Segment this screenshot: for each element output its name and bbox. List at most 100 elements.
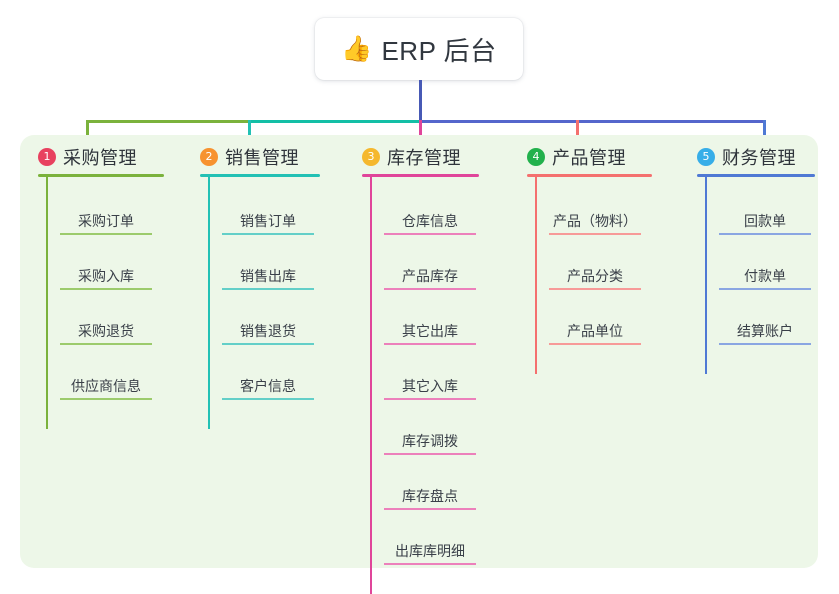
branch-item-rule (549, 343, 641, 345)
branch-item-rule (384, 508, 476, 510)
branch-title: 财务管理 (722, 148, 796, 168)
branch-item-rule (719, 288, 811, 290)
branch-item-label: 库存调拨 (402, 433, 458, 449)
thumbs-up-icon: 👍 (341, 34, 373, 63)
branch-header-3[interactable]: 3 库存管理 (362, 144, 461, 170)
root-title: ERP 后台 (381, 35, 497, 66)
branch-title: 采购管理 (63, 148, 137, 168)
branch-item[interactable]: 供应商信息 (60, 374, 152, 400)
branch-item-label: 出库库明细 (395, 543, 465, 559)
root-node[interactable]: 👍 ERP 后台 (315, 18, 523, 80)
branch-item-label: 采购退货 (78, 323, 134, 339)
branch-number-badge: 5 (697, 148, 715, 166)
branch-item-label: 客户信息 (240, 378, 296, 394)
branch-item-label: 采购订单 (78, 213, 134, 229)
branch-item-label: 采购入库 (78, 268, 134, 284)
branch-item-label: 产品分类 (567, 268, 623, 284)
branch-item-label: 结算账户 (737, 323, 793, 339)
branch-item-label: 产品库存 (402, 268, 458, 284)
branch-spine (208, 177, 210, 429)
branch-item[interactable]: 销售出库 (222, 264, 314, 290)
branch-item[interactable]: 结算账户 (719, 319, 811, 345)
branch-item[interactable]: 付款单 (719, 264, 811, 290)
branch-drop-2 (248, 120, 251, 144)
branch-number-badge: 3 (362, 148, 380, 166)
branch-item[interactable]: 其它入库 (384, 374, 476, 400)
branch-spine (46, 177, 48, 429)
branch-item[interactable]: 产品（物料） (549, 209, 641, 235)
branch-item[interactable]: 出库库明细 (384, 539, 476, 565)
branch-item[interactable]: 库存调拨 (384, 429, 476, 455)
branch-spine (705, 177, 707, 374)
branch-item-rule (549, 288, 641, 290)
bus-segment-middle (248, 120, 422, 123)
branch-item-rule (222, 398, 314, 400)
branch-spine (535, 177, 537, 374)
branch-item-label: 销售退货 (240, 323, 296, 339)
branch-item-rule (719, 233, 811, 235)
branch-number-badge: 1 (38, 148, 56, 166)
branch-item-rule (60, 398, 152, 400)
branch-header-rule (697, 174, 815, 177)
branch-item[interactable]: 产品库存 (384, 264, 476, 290)
branch-item-label: 回款单 (744, 213, 786, 229)
branch-item-rule (384, 343, 476, 345)
branch-item[interactable]: 销售退货 (222, 319, 314, 345)
branch-item-rule (60, 288, 152, 290)
branch-item-rule (222, 343, 314, 345)
branch-item-rule (60, 343, 152, 345)
branch-title: 产品管理 (552, 148, 626, 168)
branch-header-rule (527, 174, 652, 177)
branch-item-rule (60, 233, 152, 235)
branch-item-label: 仓库信息 (402, 213, 458, 229)
branch-item-label: 库存盘点 (402, 488, 458, 504)
branch-item[interactable]: 库存盘点 (384, 484, 476, 510)
branch-title: 库存管理 (387, 148, 461, 168)
root-stem (419, 80, 422, 123)
branch-header-5[interactable]: 5 财务管理 (697, 144, 796, 170)
branch-item-rule (719, 343, 811, 345)
branch-item[interactable]: 客户信息 (222, 374, 314, 400)
branch-number-badge: 4 (527, 148, 545, 166)
branch-item-label: 供应商信息 (71, 378, 141, 394)
branch-item-label: 产品单位 (567, 323, 623, 339)
branch-drop-5 (763, 120, 766, 144)
branch-item-label: 产品（物料） (553, 213, 637, 229)
branch-item[interactable]: 产品分类 (549, 264, 641, 290)
branch-item[interactable]: 产品单位 (549, 319, 641, 345)
bus-segment-right (419, 120, 766, 123)
branch-item[interactable]: 采购退货 (60, 319, 152, 345)
branch-number-badge: 2 (200, 148, 218, 166)
branch-drop-1 (86, 120, 89, 144)
branch-item[interactable]: 其它出库 (384, 319, 476, 345)
branch-header-1[interactable]: 1 采购管理 (38, 144, 137, 170)
branch-item-label: 付款单 (744, 268, 786, 284)
branch-item[interactable]: 销售订单 (222, 209, 314, 235)
branch-item-rule (384, 398, 476, 400)
branch-item[interactable]: 回款单 (719, 209, 811, 235)
branch-item[interactable]: 采购入库 (60, 264, 152, 290)
branch-item-rule (384, 453, 476, 455)
branch-item-label: 销售出库 (240, 268, 296, 284)
branch-item-label: 其它入库 (402, 378, 458, 394)
branch-item-rule (384, 563, 476, 565)
branch-header-2[interactable]: 2 销售管理 (200, 144, 299, 170)
branch-title: 销售管理 (225, 148, 299, 168)
branch-item-rule (384, 233, 476, 235)
branch-item[interactable]: 仓库信息 (384, 209, 476, 235)
branch-header-rule (38, 174, 164, 177)
branch-drop-3 (419, 120, 422, 144)
bus-segment-left (86, 120, 251, 123)
branches-panel: 1 采购管理采购订单采购入库采购退货供应商信息 2 销售管理销售订单销售出库销售退货客… (20, 135, 818, 594)
branch-item-rule (549, 233, 641, 235)
branch-item-rule (222, 233, 314, 235)
branch-item-label: 其它出库 (402, 323, 458, 339)
branch-drop-4 (576, 120, 579, 144)
branch-header-rule (200, 174, 320, 177)
branch-item[interactable]: 采购订单 (60, 209, 152, 235)
branch-item-rule (222, 288, 314, 290)
branch-header-4[interactable]: 4 产品管理 (527, 144, 626, 170)
branch-spine (370, 177, 372, 594)
branch-header-rule (362, 174, 479, 177)
